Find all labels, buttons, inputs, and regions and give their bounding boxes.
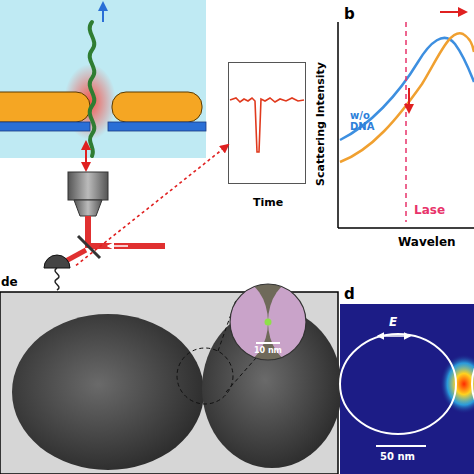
objective-lens: [74, 200, 102, 216]
laser-beam: [91, 243, 165, 249]
spectrum-plot: [338, 12, 474, 228]
gold-nanorod: [112, 92, 202, 122]
photodiode-wire: [55, 268, 59, 290]
scale-bar: [256, 342, 280, 344]
scale-bar: [376, 445, 426, 447]
membrane: [108, 122, 206, 131]
axis-label: Scattering Intensity: [315, 62, 327, 186]
panel-letter: d: [344, 286, 355, 303]
x-axis: [338, 227, 474, 229]
beam-direction: [108, 245, 128, 247]
polarization-arrow: [378, 335, 410, 337]
buffer-region: [0, 0, 206, 158]
shift-arrow: [440, 11, 466, 13]
gold-nanorod: [0, 92, 90, 122]
signal-plot: Scattering IntensityTime: [228, 62, 306, 184]
signal-connector: [76, 145, 228, 265]
photodiode-node: de: [0, 250, 76, 294]
axis-label: Time: [253, 197, 283, 209]
objective-lens: [68, 172, 108, 200]
zoom-line: [226, 358, 256, 392]
spectrum-curve: [340, 38, 474, 140]
laser-label: Lase: [414, 204, 445, 217]
panel-letter: b: [344, 6, 355, 23]
nanopore-setup: [0, 0, 206, 290]
scattering-trace: [230, 98, 304, 152]
membrane: [0, 122, 90, 131]
axis-label: Wavelen: [398, 236, 456, 249]
particle-outline: [340, 334, 456, 434]
laser-line: [405, 22, 407, 222]
inset-border: [230, 284, 306, 360]
nanogap: [265, 319, 272, 326]
y-axis: [337, 22, 339, 228]
tem-image: [0, 280, 342, 474]
shift-arrow: [408, 88, 410, 112]
field-label: E: [389, 316, 397, 329]
particle-outline: [472, 334, 474, 434]
scale-label: 10 nm: [254, 347, 282, 356]
scale-label: 50 nm: [380, 451, 415, 462]
field-map: [340, 304, 474, 474]
light-arrow: [85, 142, 87, 170]
zoom-region: [177, 348, 233, 404]
photodiode-symbol: [44, 255, 70, 268]
translocation-arrow: [102, 3, 104, 22]
spectrum-curve: [340, 33, 474, 162]
inset-image: [208, 280, 328, 364]
dna-strand: [90, 22, 95, 156]
gold-particle: [12, 314, 204, 470]
device-label: de: [1, 276, 18, 289]
curve-label: w/o DNA: [350, 110, 384, 132]
